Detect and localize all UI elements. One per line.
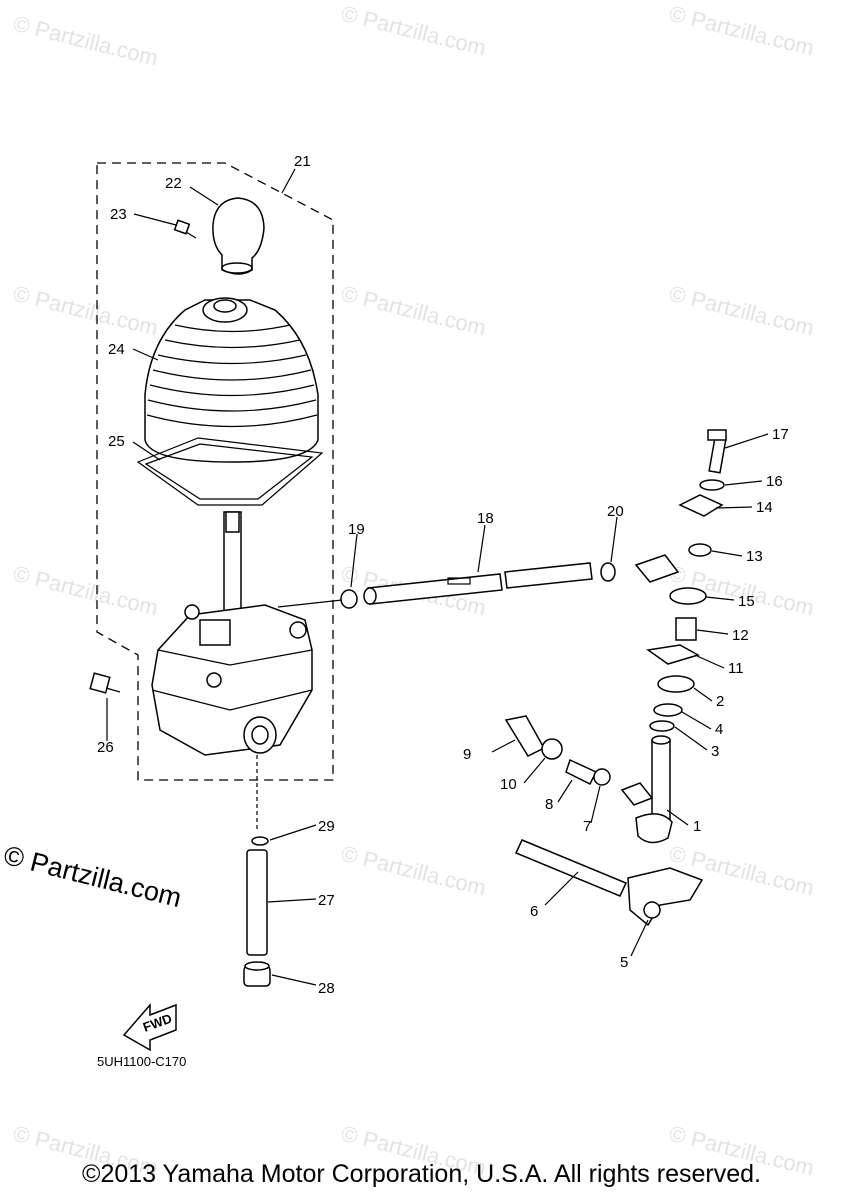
shift-fork (627, 867, 704, 927)
callout-22: 22 (165, 175, 182, 192)
callout-11: 11 (728, 660, 744, 677)
diagram-code: 5UH1100-C170 (97, 1054, 186, 1069)
callout-5: 5 (620, 954, 628, 971)
detent-parts (504, 715, 611, 786)
callout-4: 4 (715, 721, 723, 738)
shift-lever (223, 511, 242, 633)
callout-3: 3 (711, 743, 719, 760)
fwd-arrow: FWD (122, 1002, 177, 1052)
callout-7: 7 (583, 818, 591, 835)
watermark: © Partzilla.com (339, 1, 489, 61)
callout-6: 6 (530, 903, 538, 920)
callout-18: 18 (477, 510, 494, 527)
watermark: © Partzilla.com (667, 1, 817, 61)
callout-28: 28 (318, 980, 335, 997)
callout-17: 17 (772, 426, 789, 443)
bushing-19 (340, 589, 358, 609)
shifter-housing (151, 604, 313, 756)
shaft-upper (634, 429, 727, 732)
callout-23: 23 (110, 206, 127, 223)
callout-12: 12 (732, 627, 749, 644)
callout-13: 13 (746, 548, 763, 565)
guide-rod (246, 849, 268, 956)
callout-27: 27 (318, 892, 335, 909)
bushing-20 (600, 562, 616, 582)
leader-lines (106, 168, 769, 986)
assembly-outline (96, 162, 334, 781)
callout-24: 24 (108, 341, 125, 358)
boot-gasket (136, 437, 324, 506)
callout-21: 21 (294, 153, 311, 170)
callout-8: 8 (545, 796, 553, 813)
shift-rod (363, 562, 593, 605)
fork-rod (514, 839, 628, 897)
callout-1: 1 (693, 818, 701, 835)
callout-20: 20 (607, 503, 624, 520)
watermark: © Partzilla.com (339, 841, 489, 901)
callouts: 21 22 23 24 25 26 29 27 28 19 18 20 17 1… (97, 153, 789, 997)
housing-bolt (89, 672, 121, 694)
watermark: © Partzilla.com (11, 561, 161, 621)
watermark: © Partzilla.com (339, 281, 489, 341)
shift-knob (212, 197, 265, 275)
callout-29: 29 (318, 818, 335, 835)
callout-9: 9 (463, 746, 471, 763)
leader (277, 599, 343, 608)
shift-boot (144, 297, 319, 463)
watermark: © Partzilla.com (667, 281, 817, 341)
clip (251, 836, 269, 846)
callout-19: 19 (348, 521, 365, 538)
callout-26: 26 (97, 739, 114, 756)
knob-screw (173, 219, 197, 239)
callout-25: 25 (108, 433, 125, 450)
shift-shaft (620, 735, 673, 844)
rod-cap (243, 961, 271, 987)
watermark: © Partzilla.com (11, 281, 161, 341)
watermark: © Partzilla.com (11, 11, 161, 71)
copyright-footer: ©2013 Yamaha Motor Corporation, U.S.A. A… (82, 1160, 761, 1188)
callout-16: 16 (766, 473, 783, 490)
callout-15: 15 (738, 593, 755, 610)
callout-10: 10 (500, 776, 517, 793)
callout-2: 2 (716, 693, 724, 710)
callout-14: 14 (756, 499, 773, 516)
